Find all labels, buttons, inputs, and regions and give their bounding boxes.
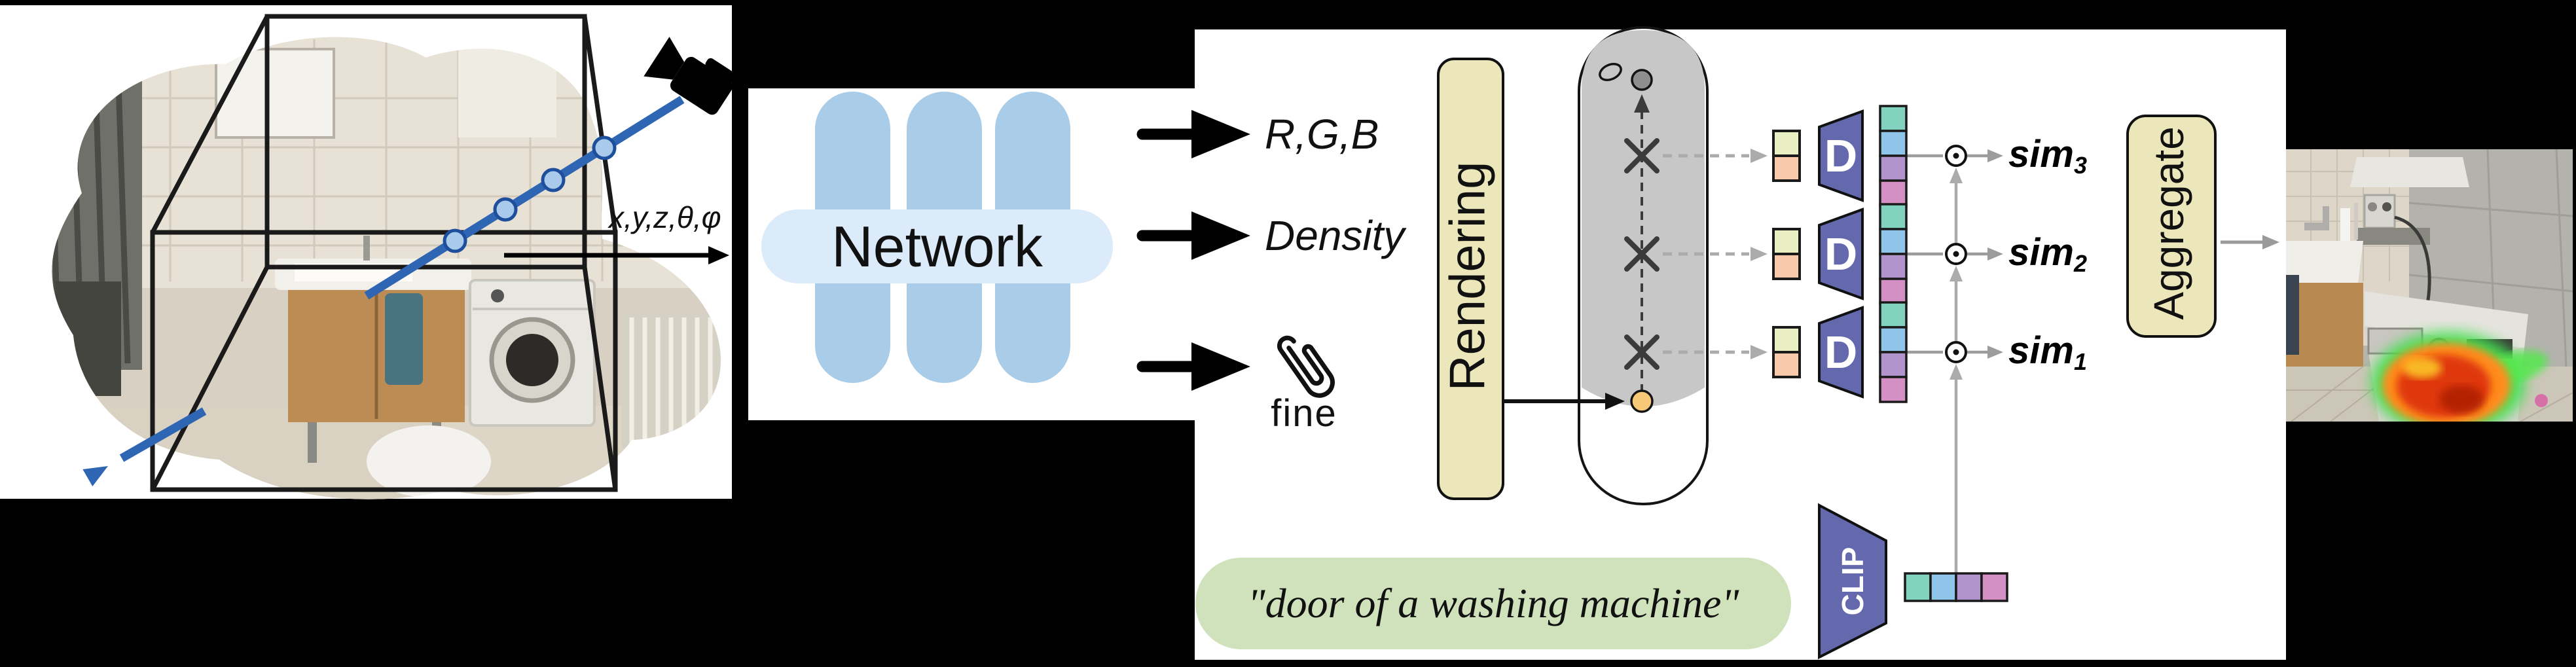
ray-coordinates-label: x,y,z,θ,φ bbox=[609, 200, 721, 234]
rgb-output-label: R,G,B bbox=[1265, 111, 1379, 158]
prompt-text: "door of a washing machine" bbox=[1247, 580, 1739, 626]
aggregate-label: Aggregate bbox=[2145, 126, 2192, 320]
radiator bbox=[622, 314, 721, 448]
fine-output-label: fine bbox=[1271, 392, 1337, 435]
terminal-sample-point bbox=[1631, 69, 1653, 91]
rendering-block bbox=[1437, 58, 1504, 500]
result-image bbox=[2286, 149, 2573, 422]
sampling-capsule bbox=[1578, 26, 1709, 505]
clip-embedding-vector bbox=[1904, 572, 2008, 602]
network-block: Network bbox=[761, 209, 1113, 283]
camera-ray bbox=[82, 96, 685, 486]
decoder-row-2 bbox=[1772, 203, 2003, 305]
decoder-letter-3: D bbox=[1824, 327, 1858, 378]
deco-ellipse bbox=[1599, 63, 1622, 81]
decoder-rows bbox=[1772, 105, 2003, 403]
decoder-letter-2: D bbox=[1824, 228, 1858, 279]
result-shelf bbox=[2350, 157, 2469, 187]
decoder-trapezoid bbox=[1818, 306, 1864, 399]
decoder-row-3 bbox=[1772, 301, 2003, 403]
rgb-arrow bbox=[1136, 110, 1250, 158]
aggregate-block bbox=[2126, 115, 2217, 338]
power-cable bbox=[2394, 215, 2431, 312]
decoder-trapezoid bbox=[1818, 207, 1864, 300]
teal-towel bbox=[385, 293, 423, 385]
output-arrows bbox=[1136, 110, 1250, 391]
ray-exit-segment bbox=[119, 407, 207, 462]
toilet bbox=[367, 425, 491, 497]
clip-label: CLIP bbox=[1836, 547, 1870, 616]
towel-shadow bbox=[56, 281, 121, 396]
rendering-to-capsule-arrow bbox=[1500, 393, 1625, 410]
similarity-chain bbox=[1950, 168, 1963, 572]
sample-feature-arrows bbox=[1663, 149, 1768, 359]
power-socket bbox=[2363, 194, 2396, 229]
faucet bbox=[363, 236, 370, 261]
density-arrow bbox=[1136, 211, 1250, 260]
pipeline-panel bbox=[1195, 29, 2286, 660]
sim3-label: sim3 bbox=[2008, 132, 2087, 179]
result-sink bbox=[2286, 241, 2363, 283]
sample-x-marks bbox=[1624, 138, 1660, 370]
density-output-label: Density bbox=[1265, 212, 1405, 259]
wall-shelf bbox=[458, 39, 556, 137]
decoder-letter-1: D bbox=[1824, 130, 1858, 181]
washer-top bbox=[2365, 291, 2528, 348]
decoder-row-1 bbox=[1772, 105, 2003, 207]
mirror-cabinet bbox=[215, 48, 335, 139]
decoder-trapezoid bbox=[1818, 109, 1864, 202]
text-prompt-box: "door of a washing machine" bbox=[1195, 558, 1791, 649]
clip-encoder bbox=[1818, 503, 1887, 660]
rendering-label: Rendering bbox=[1440, 161, 1496, 391]
input-arrow bbox=[504, 246, 729, 264]
aggregate-to-result-arrow bbox=[2221, 235, 2279, 249]
ray-arrowhead bbox=[82, 466, 108, 486]
sim1-label: sim1 bbox=[2008, 329, 2087, 376]
camera-icon bbox=[644, 37, 737, 115]
network-label: Network bbox=[831, 213, 1043, 279]
bounding-cube bbox=[150, 14, 618, 492]
heatmap-overlay bbox=[2371, 332, 2548, 422]
origin-sample-point bbox=[1630, 389, 1654, 413]
sim2-label: sim2 bbox=[2008, 230, 2087, 278]
paperclip-icon bbox=[1277, 335, 1335, 398]
fine-arrow bbox=[1136, 342, 1250, 391]
ray-sample-points bbox=[443, 135, 617, 253]
